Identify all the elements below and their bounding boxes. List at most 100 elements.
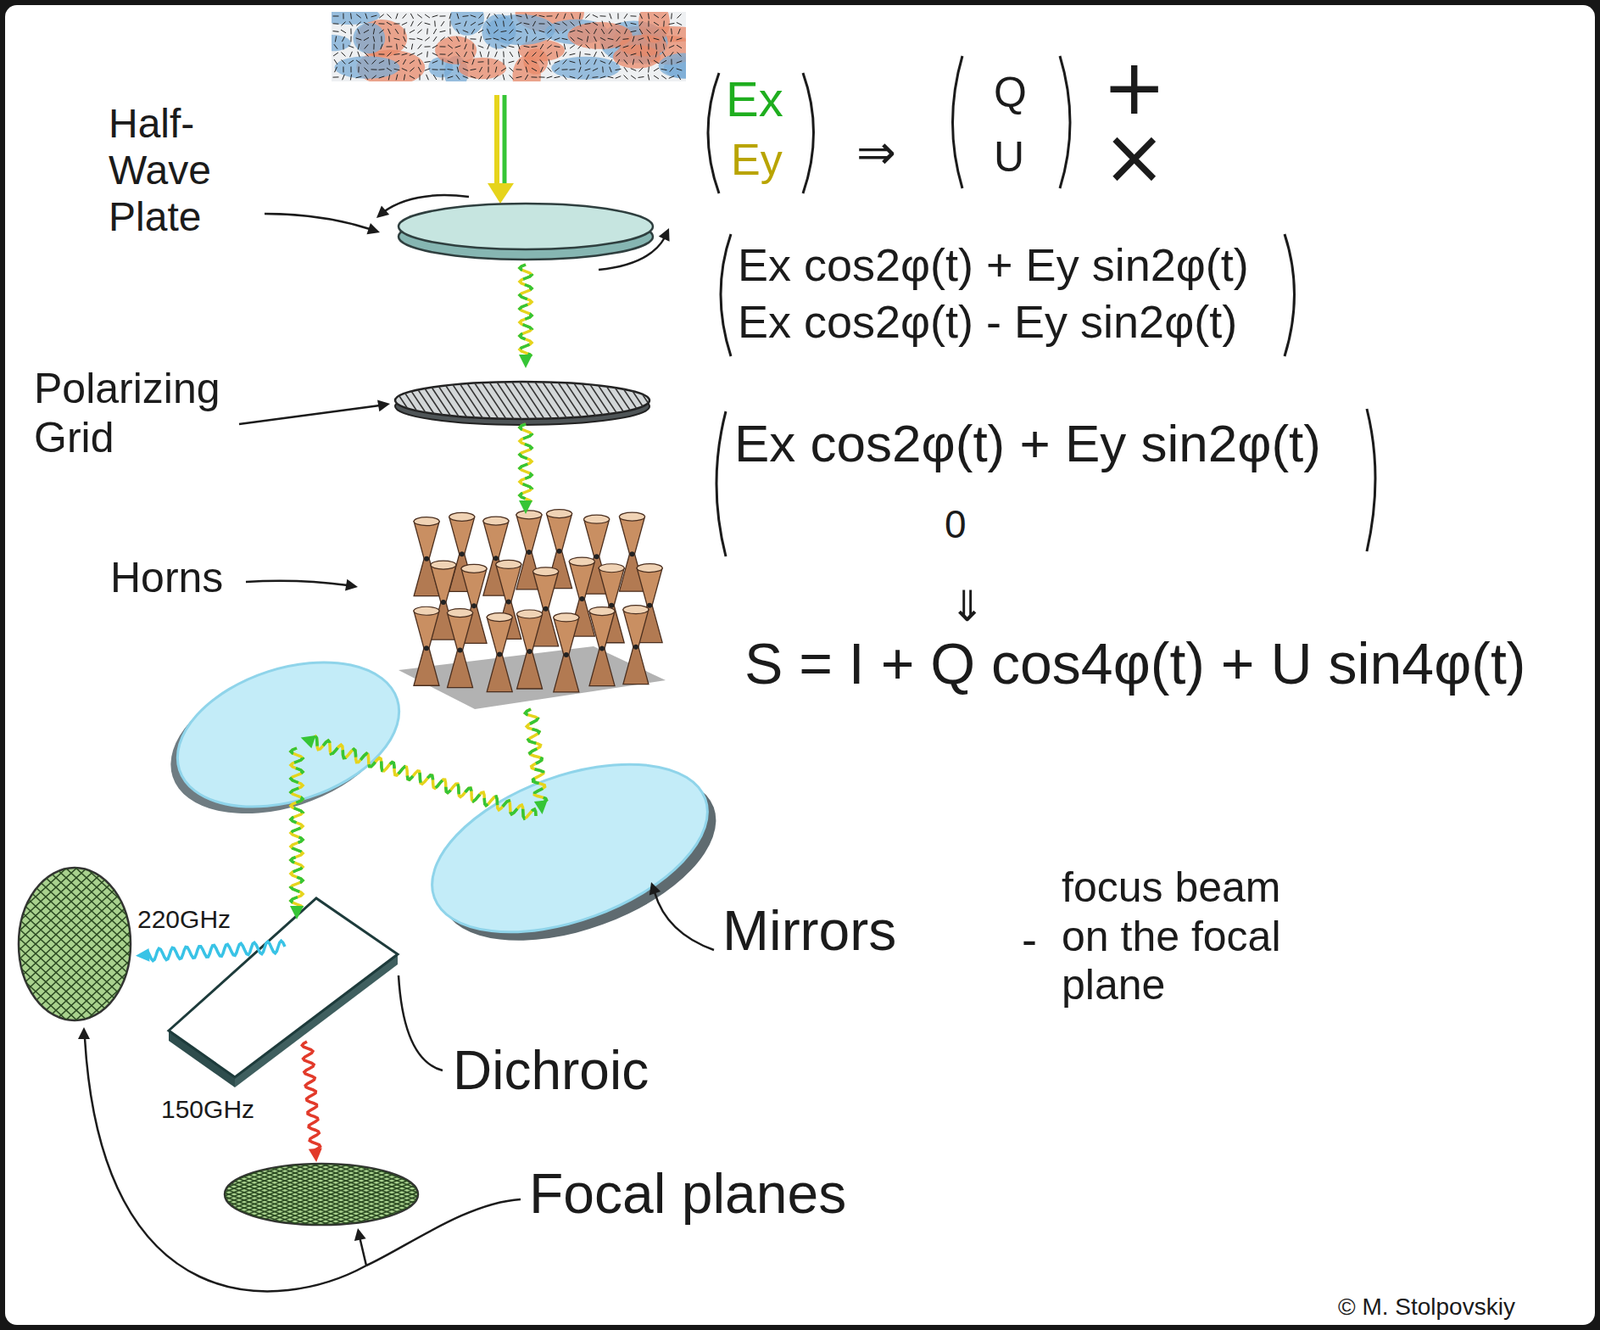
rotation-arrows <box>376 195 670 270</box>
polarization-tick <box>334 36 336 43</box>
polarization-tick <box>579 66 581 73</box>
grid-wire <box>494 378 525 424</box>
polarization-tick <box>524 74 528 80</box>
horn-waist <box>493 555 499 561</box>
grid-wire <box>570 378 602 424</box>
polarization-tick <box>615 22 622 25</box>
grid-wire <box>616 378 647 424</box>
polarization-tick <box>457 59 459 66</box>
detector-line <box>0 864 121 1023</box>
polarization-tick <box>363 37 369 40</box>
detector-line <box>0 864 141 1023</box>
polarization-tick <box>600 37 606 40</box>
wave <box>524 708 547 803</box>
polarization-tick <box>531 67 537 71</box>
horn-cone <box>623 646 649 685</box>
polarization-tick <box>333 15 340 17</box>
polarization-tick <box>533 28 536 34</box>
grid-wire <box>608 378 640 424</box>
polarization-tick <box>577 37 583 40</box>
sky-blob <box>551 56 620 80</box>
detector-line <box>0 864 40 1023</box>
grid-wire <box>486 378 518 424</box>
leader-line <box>239 405 380 424</box>
polarization-tick <box>602 21 604 28</box>
polarization-tick <box>470 68 477 70</box>
part-label: Polarizing Grid <box>33 364 289 463</box>
polarization-tick <box>502 51 505 58</box>
polarization-tick <box>371 75 376 79</box>
polarization-tick <box>592 14 598 17</box>
polarization-tick <box>357 66 359 73</box>
polarization-tick <box>585 68 591 71</box>
polarization-tick <box>676 68 683 71</box>
polarization-tick <box>395 13 398 20</box>
horn-mouth <box>483 516 509 525</box>
polarization-tick <box>440 30 446 32</box>
polarization-tick <box>502 21 505 28</box>
horn-waist <box>543 606 549 612</box>
grid-wire <box>372 378 403 424</box>
arrow-head <box>518 354 533 368</box>
polarization-tick <box>563 74 567 79</box>
polarization-tick <box>464 44 468 50</box>
polarization-tick <box>554 61 561 64</box>
part-label: Horns <box>110 554 223 601</box>
horn-mouth <box>636 563 663 573</box>
polarization-tick <box>410 13 413 19</box>
polarization-tick <box>577 75 582 80</box>
detector-line <box>62 1161 233 1227</box>
horn-cone <box>636 568 663 606</box>
polarization-tick <box>409 29 415 33</box>
detector-line <box>133 864 304 1023</box>
polarization-tick <box>623 38 630 40</box>
polarization-tick <box>440 37 445 41</box>
polarization-tick <box>602 44 604 51</box>
polarization-tick <box>616 59 620 65</box>
polarization-tick <box>418 66 421 73</box>
detector-line <box>327 1161 497 1227</box>
polarization-tick <box>463 51 467 57</box>
polarization-tick <box>487 66 489 73</box>
polarization-tick <box>470 76 477 79</box>
polarization-tick <box>539 76 546 78</box>
polarization-tick <box>569 30 576 33</box>
polarization-tick <box>409 75 415 79</box>
polarization-tick <box>470 15 477 17</box>
polarization-tick <box>334 59 338 65</box>
polarization-tick <box>624 75 629 80</box>
polarization-tick <box>624 66 628 73</box>
sky-map-pattern <box>331 11 686 82</box>
grid-wire <box>685 378 716 424</box>
polarization-tick <box>410 21 413 27</box>
polarization-tick <box>638 76 645 79</box>
mirror <box>409 730 731 965</box>
polarization-tick <box>432 44 438 48</box>
polarization-tick <box>676 38 683 40</box>
polarization-tick <box>647 59 650 66</box>
arrow-head <box>649 881 661 895</box>
polarization-tick <box>471 28 475 34</box>
bracket <box>1366 408 1376 552</box>
polarization-tick <box>546 52 552 56</box>
polarization-tick <box>356 60 362 64</box>
arrow-head <box>301 735 317 748</box>
grid-wire <box>639 378 670 424</box>
sky-blob <box>485 14 556 45</box>
horn-waist <box>496 652 502 658</box>
horn <box>517 609 543 689</box>
polarization-tick <box>424 37 430 41</box>
polarization-tick <box>676 61 683 63</box>
polarization-tick <box>539 15 546 17</box>
grid-wire <box>547 378 579 424</box>
grid-wire <box>395 378 426 424</box>
detector-line <box>72 864 243 1023</box>
detector-line <box>32 864 202 1023</box>
polarization-tick <box>440 45 446 47</box>
polarization-tick <box>403 36 407 42</box>
polarization-tick <box>655 51 658 58</box>
bracket <box>802 72 814 194</box>
polarization-tick <box>487 44 491 51</box>
polarization-tick <box>662 28 666 34</box>
polarization-tick <box>493 38 500 40</box>
